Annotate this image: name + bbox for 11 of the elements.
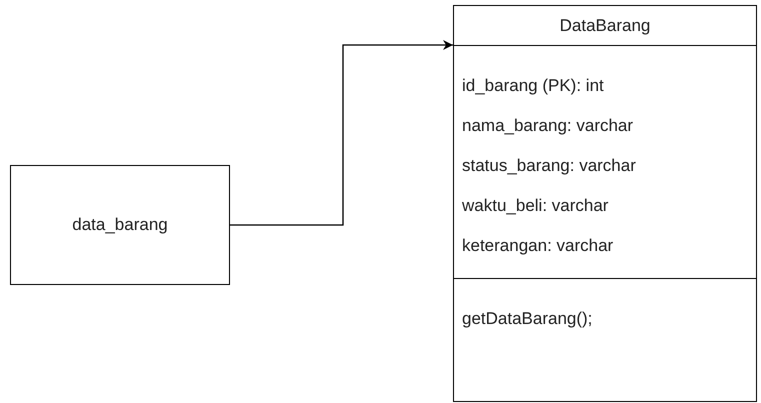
arrow [230, 40, 453, 226]
class-name: DataBarang [560, 14, 650, 37]
attribute-text: keterangan: varchar [462, 235, 614, 258]
method-text: getDataBarang(); [462, 308, 592, 330]
entity-box [10, 165, 230, 285]
attribute-text: nama_barang: varchar [462, 115, 634, 138]
attribute-text: id_barang (PK): int [462, 75, 604, 98]
attribute-text: status_barang: varchar [462, 155, 636, 178]
class-box [453, 5, 757, 402]
entity-label: data_barang [72, 214, 168, 236]
attribute-text: waktu_beli: varchar [462, 195, 608, 218]
